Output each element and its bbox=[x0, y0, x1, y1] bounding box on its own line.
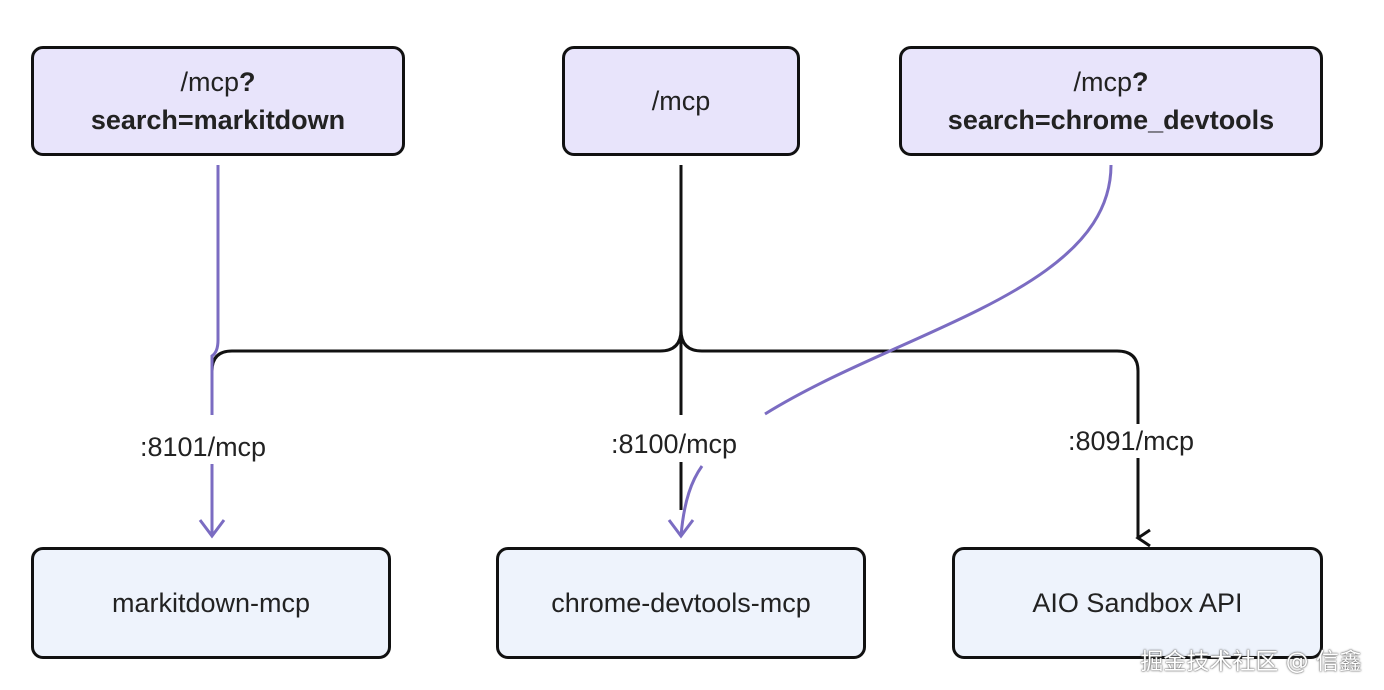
node-mcp-search-chrome-devtools: /mcp? search=chrome_devtools bbox=[899, 46, 1323, 156]
default-route-edges bbox=[210, 165, 1151, 548]
path-text: /mcp bbox=[180, 67, 239, 97]
edge-label-8100: :8100/mcp bbox=[609, 427, 740, 461]
node-line1: /mcp? bbox=[1073, 63, 1148, 101]
edge-search-chrome-devtools bbox=[764, 164, 1113, 416]
node-label: AIO Sandbox API bbox=[1032, 588, 1243, 618]
edge-label-8091: :8091/mcp bbox=[1066, 424, 1197, 458]
edge-split-left bbox=[210, 329, 683, 415]
node-mcp-search-markitdown: /mcp? search=markitdown bbox=[31, 46, 405, 156]
path-text: /mcp bbox=[651, 86, 711, 116]
search-route-edges bbox=[198, 164, 1113, 539]
arrowhead-chrome-devtools bbox=[667, 519, 695, 539]
node-line2: search=chrome_devtools bbox=[948, 101, 1274, 139]
path-text: /mcp bbox=[1073, 67, 1132, 97]
node-label: markitdown-mcp bbox=[111, 588, 311, 618]
node-mcp: /mcp bbox=[562, 46, 800, 156]
edge-label-8101: :8101/mcp bbox=[138, 430, 269, 464]
node-label: chrome-devtools-mcp bbox=[551, 588, 811, 618]
edge-split-right bbox=[679, 329, 1151, 548]
watermark: 掘金技术社区 @ 信鑫 bbox=[1140, 649, 1362, 675]
edge-search-markitdown bbox=[210, 165, 220, 536]
query-mark: ? bbox=[1132, 67, 1149, 97]
query-mark: ? bbox=[239, 67, 256, 97]
node-line1: /mcp? bbox=[180, 63, 255, 101]
query-text: search=markitdown bbox=[90, 105, 346, 135]
edge-search-chrome-devtools-tail bbox=[679, 465, 704, 537]
node-line2: search=markitdown bbox=[91, 101, 345, 139]
node-chrome-devtools-mcp: chrome-devtools-mcp bbox=[496, 547, 866, 659]
node-aio-sandbox-api: AIO Sandbox API bbox=[952, 547, 1323, 659]
node-markitdown-mcp: markitdown-mcp bbox=[31, 547, 391, 659]
arrowhead-markitdown bbox=[198, 519, 226, 539]
query-text: search=chrome_devtools bbox=[947, 105, 1275, 135]
